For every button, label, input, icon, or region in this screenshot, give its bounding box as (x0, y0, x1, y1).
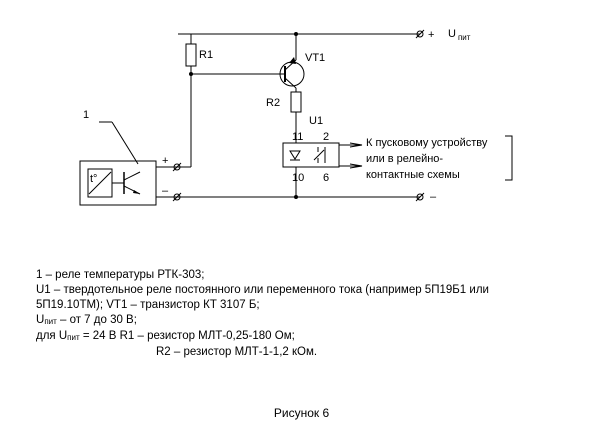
legend-line-2: U1 – твердотельное реле постоянного или … (36, 284, 489, 296)
relay-u1 (282, 142, 340, 168)
legend-line-5: для Uпит = 24 В R1 – резистор МЛТ-0,25-1… (36, 330, 295, 342)
plus-label: + (428, 29, 434, 41)
vt1-label: VT1 (305, 52, 325, 64)
temperature-relay (79, 160, 157, 206)
r2-label: R2 (266, 97, 280, 109)
pin-10-label: 10 (292, 172, 304, 184)
u1-label: U1 (309, 115, 323, 127)
output-bracket (505, 135, 513, 181)
sensor-number-label: 1 (83, 109, 89, 121)
legend-line-4: Uпит – от 7 до 30 В; (36, 314, 137, 326)
minus-label: – (430, 191, 437, 203)
output-note-line-2: или в релейно- (366, 153, 443, 165)
r1-label: R1 (199, 49, 213, 61)
figure-caption: Рисунок 6 (273, 406, 330, 420)
pin-6-label: 6 (323, 172, 329, 184)
sensor-minus-label: – (162, 185, 169, 197)
pin-11-label: 11 (292, 131, 303, 143)
legend: 1 – реле температуры РТК-303; U1 – тверд… (36, 268, 596, 360)
pin-2-label: 2 (323, 131, 329, 143)
legend-line-1: 1 – реле температуры РТК-303; (36, 269, 205, 281)
resistor-r2 (290, 91, 302, 113)
sensor-plus-label: + (162, 155, 168, 167)
thermo-symbol: t° (90, 173, 97, 185)
resistor-r1 (185, 43, 197, 67)
output-note-line-3: контактные схемы (366, 169, 460, 181)
legend-line-6: R2 – резистор МЛТ-1-1,2 кОм. (156, 346, 318, 358)
output-note-line-1: К пусковому устройству (366, 137, 488, 149)
legend-line-3: 5П19.10ТМ); VT1 – транзистор КТ 3107 Б; (36, 299, 260, 311)
